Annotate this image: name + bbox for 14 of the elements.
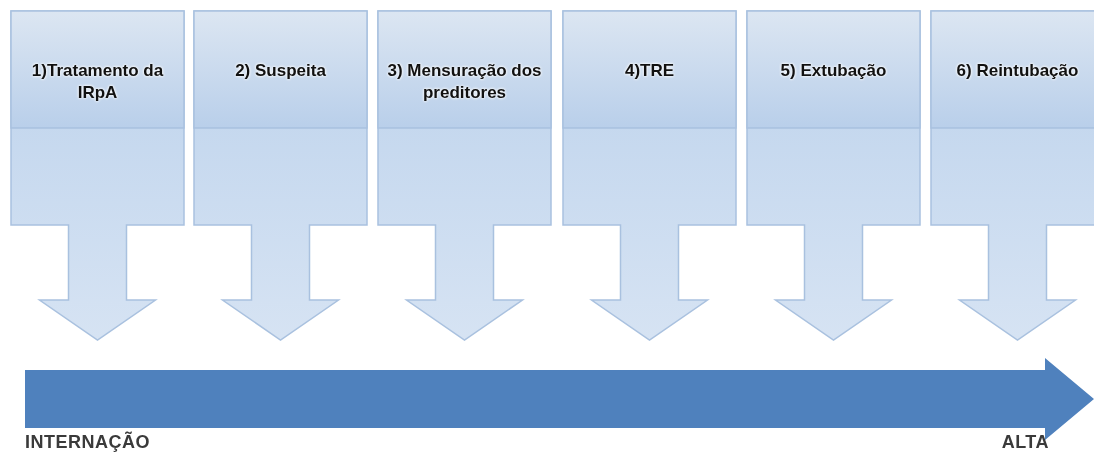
callout-box: [746, 10, 921, 342]
step-label: 3) Mensuração dos preditores: [386, 60, 543, 104]
step-label: 6) Reintubação: [955, 60, 1080, 82]
timeline-label: ALTA: [1001, 432, 1049, 453]
step-label: 5) Extubação: [779, 60, 888, 82]
callout-box: [10, 10, 185, 342]
callout-box: [930, 10, 1094, 342]
step-label: 4)TRE: [623, 60, 676, 82]
timeline-label: INTERNAÇÃO: [25, 432, 150, 453]
callout-box: [562, 10, 737, 342]
callout-box: [377, 10, 552, 342]
callout-box: [193, 10, 368, 342]
step-label: 2) Suspeita: [234, 60, 327, 82]
step-label: 1)Tratamento da IRpA: [30, 60, 165, 104]
